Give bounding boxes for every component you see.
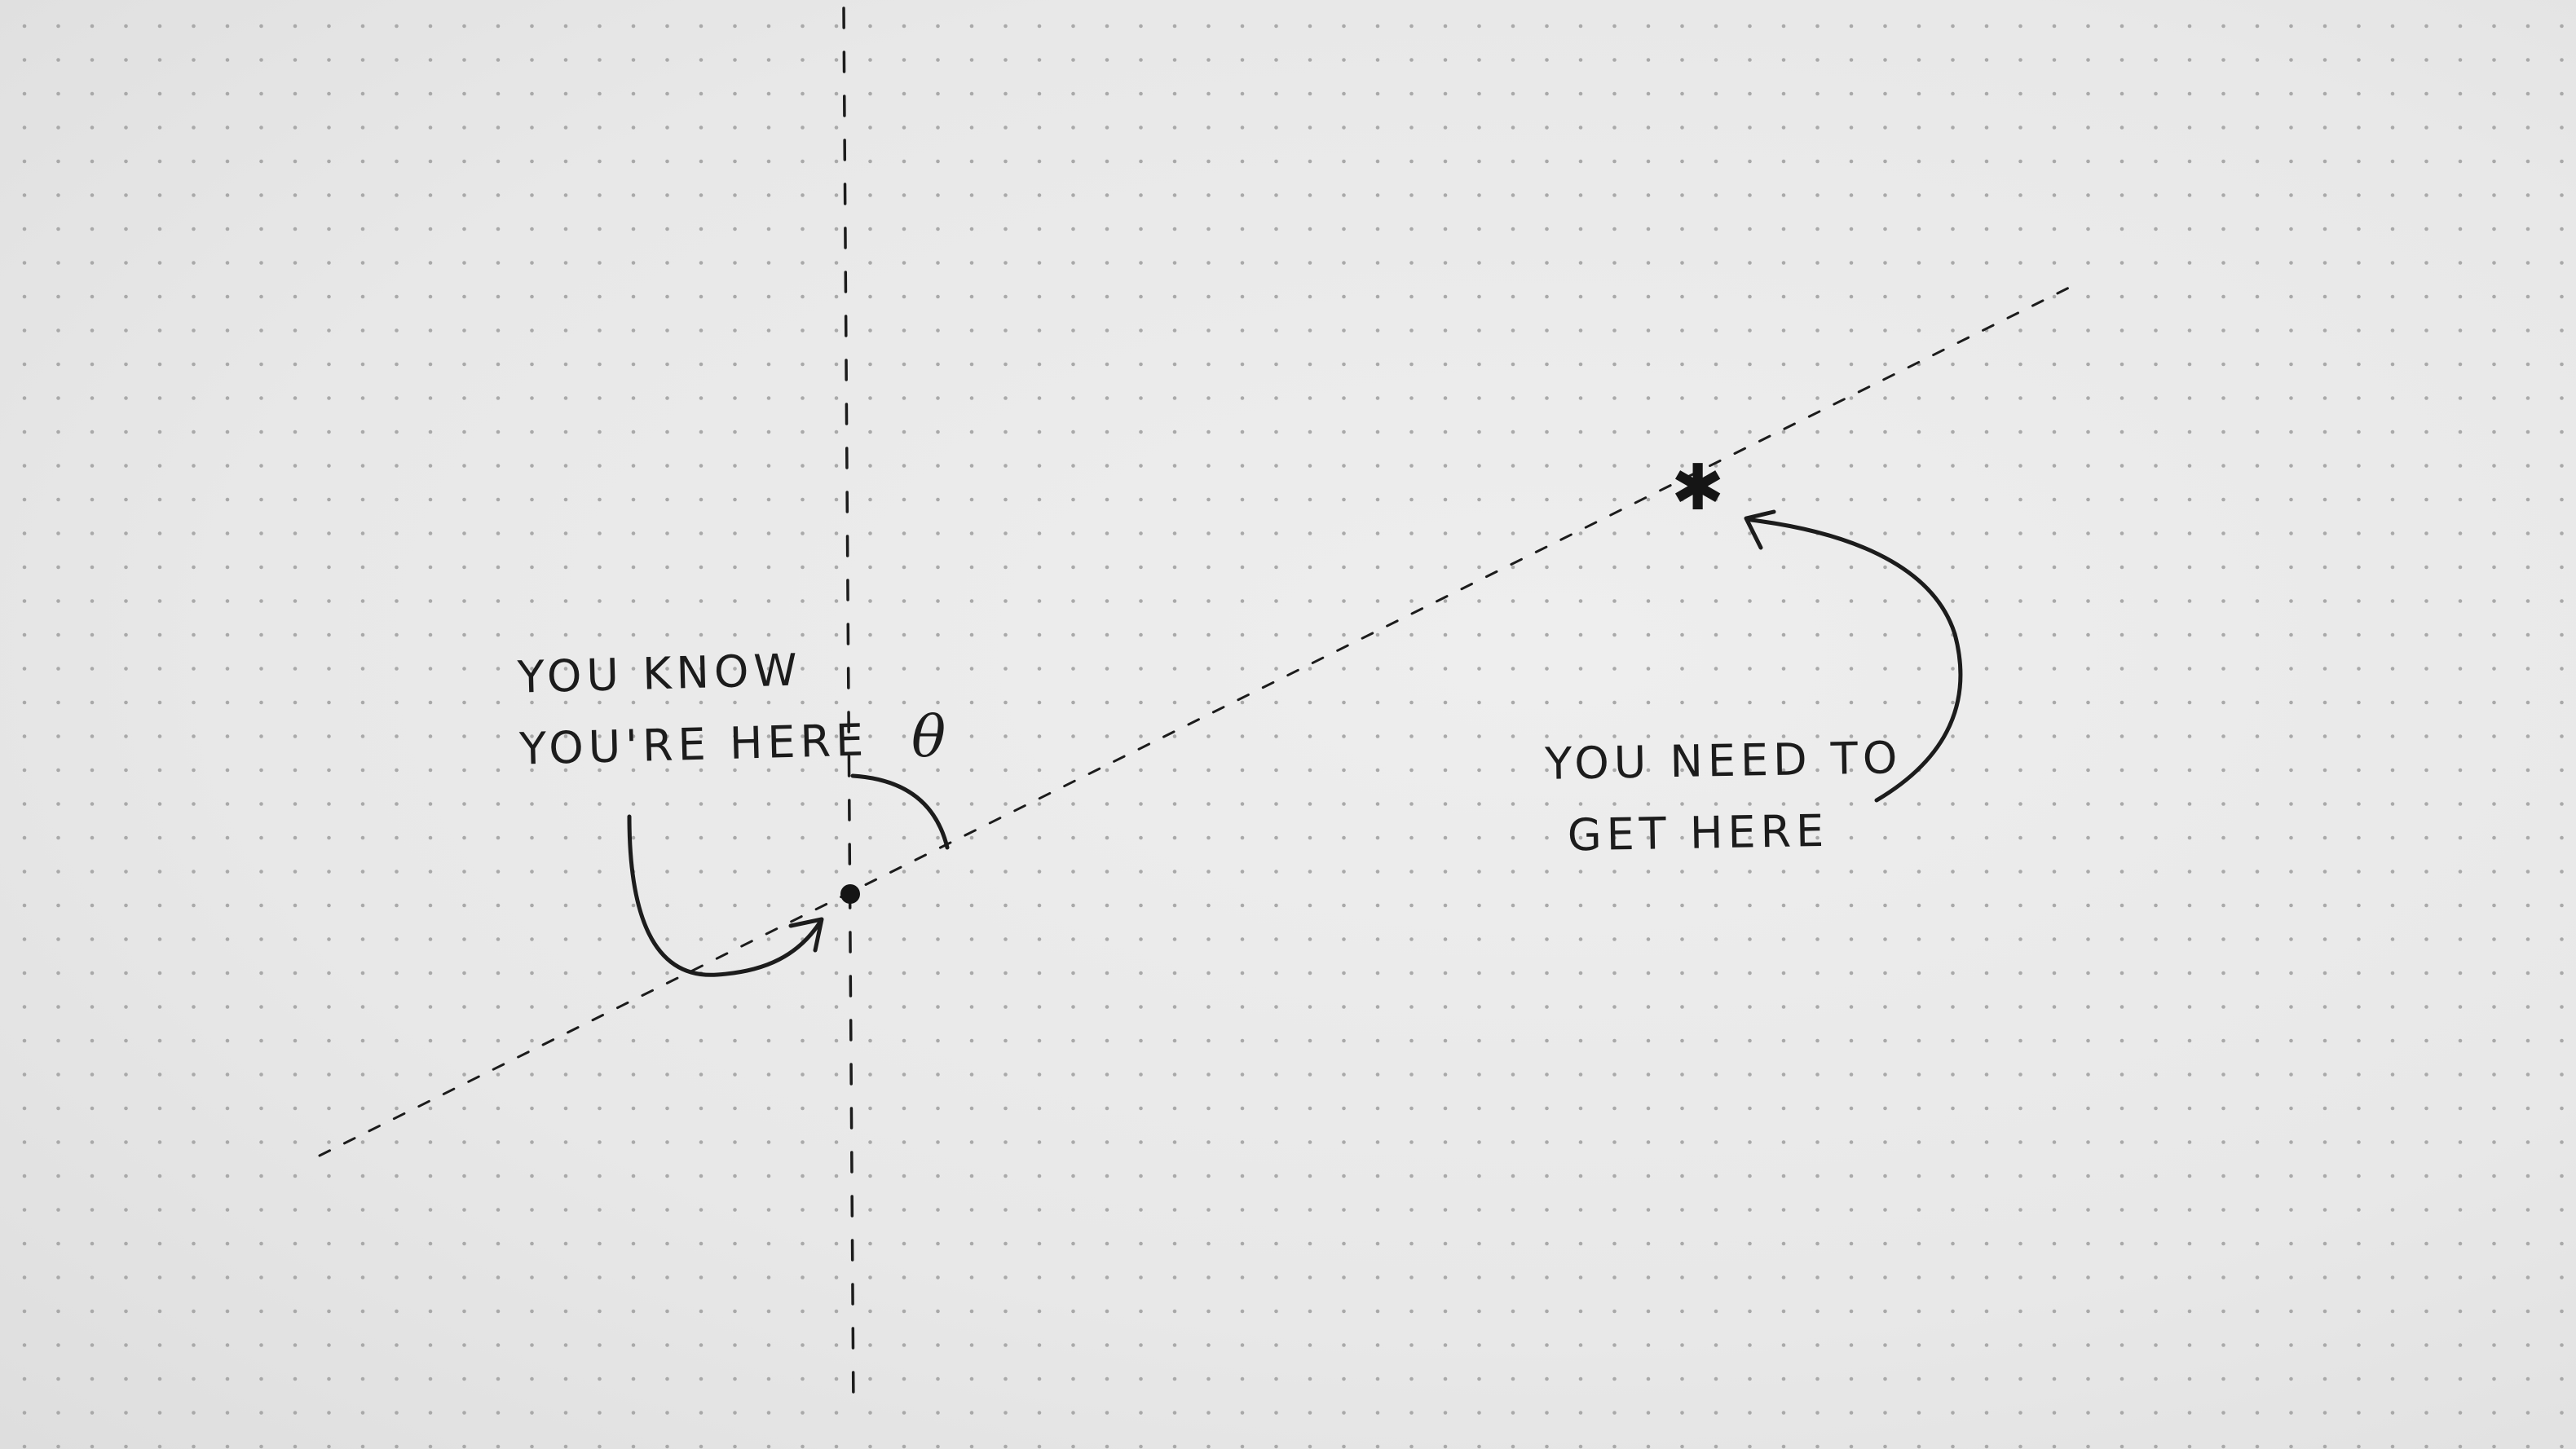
target-position-line-1: YOU NEED TO xyxy=(1544,732,1903,790)
target-position-line-2: GET HERE xyxy=(1567,804,1829,861)
current-position-dot xyxy=(840,884,860,904)
target-position-label: YOU NEED TO GET HERE xyxy=(1544,722,1903,872)
heading-line xyxy=(318,285,2072,1157)
target-position-arrow xyxy=(1749,518,1963,803)
angle-theta-label: θ xyxy=(911,703,946,770)
target-asterisk-marker: ✱ xyxy=(1671,451,1725,525)
known-position-arrow xyxy=(627,814,823,977)
known-position-line-2: YOU'RE HERE xyxy=(518,714,869,775)
known-position-arrowhead xyxy=(788,917,824,953)
target-position-arrowhead xyxy=(1744,509,1776,550)
known-position-line-1: YOU KNOW xyxy=(517,644,803,703)
vertical-reference-axis xyxy=(842,7,855,1412)
angle-arc xyxy=(850,773,950,850)
known-position-label: YOU KNOW YOU'RE HERE xyxy=(517,632,870,785)
